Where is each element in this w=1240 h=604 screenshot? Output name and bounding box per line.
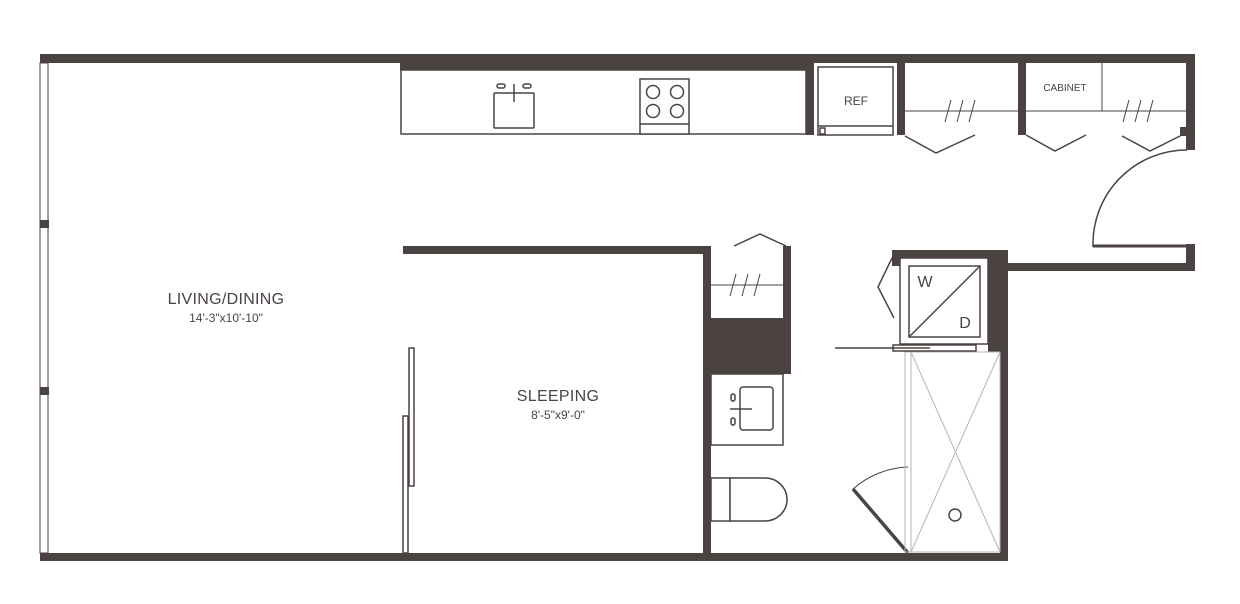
sleeping-right-wall [703,246,711,561]
sliding-door [402,347,415,554]
bathroom-vanity [710,373,784,446]
refrigerator: REF [817,66,894,136]
kitchen-counter [400,69,807,135]
sleeping-top-wall [403,246,711,254]
stove-icon [639,78,690,135]
bath-door-swing [852,466,909,490]
shower [904,351,1001,553]
exterior-walls [39,54,1195,561]
kitchen-divider-1 [806,63,814,135]
laundry: W D [835,257,989,352]
window-mullion-1 [40,220,49,228]
hanger-rod-icon [1122,99,1154,123]
bifold-door-2 [1025,134,1087,152]
kitchen: REF [400,66,894,136]
kitchen-wall-thick [400,63,810,70]
shower-drain-icon [948,508,962,522]
plumbing-chase [711,318,791,374]
washer-label: W [917,274,933,291]
bathroom [710,351,1001,555]
bifold-door-3 [1121,134,1183,152]
ref-label: REF [844,94,868,108]
kitchen-divider-3 [1018,63,1026,135]
top-wall [40,54,1195,63]
bottom-wall [40,553,1008,561]
laundry-top-wall [892,250,1008,258]
room-labels: LIVING/DINING 14'-3"x10'-10" SLEEPING 8'… [168,291,599,422]
entry-door-jamb [1180,127,1188,136]
closet-door-peak [733,233,787,247]
hanger-rod-icon [944,99,976,123]
toilet-icon [710,477,788,522]
laundry-left-wall [892,250,900,266]
sleeping-closet [711,233,787,297]
sleeping-name: SLEEPING [517,388,599,405]
living-dining-dims: 14'-3"x10'-10" [189,311,263,325]
entry-wall-right-stub [1186,244,1195,271]
sleeping-dims: 8'-5"x9'-0" [531,408,585,422]
bath-right-wall [1000,250,1008,561]
entry-wall-horizontal [1000,263,1195,271]
living-dining-name: LIVING/DINING [168,291,285,308]
hanger-rod-icon [729,273,761,297]
laundry-right-wall [988,250,1008,352]
left-window-frame [39,62,49,554]
laundry-bifold-door [877,257,895,319]
closet-right-wall [783,246,791,374]
dryer-label: D [959,315,971,332]
window-mullion-2 [40,387,49,395]
kitchen-divider-2 [897,63,905,135]
kitchen-sink [493,83,535,129]
entry-closets: CABINET [904,63,1186,154]
entry-door [1092,149,1188,248]
bath-door-leaf [851,487,910,555]
right-top-wall [1186,54,1195,150]
bifold-door-1 [904,134,976,154]
interior-walls [403,63,1188,561]
cabinet-label: CABINET [1043,83,1086,94]
